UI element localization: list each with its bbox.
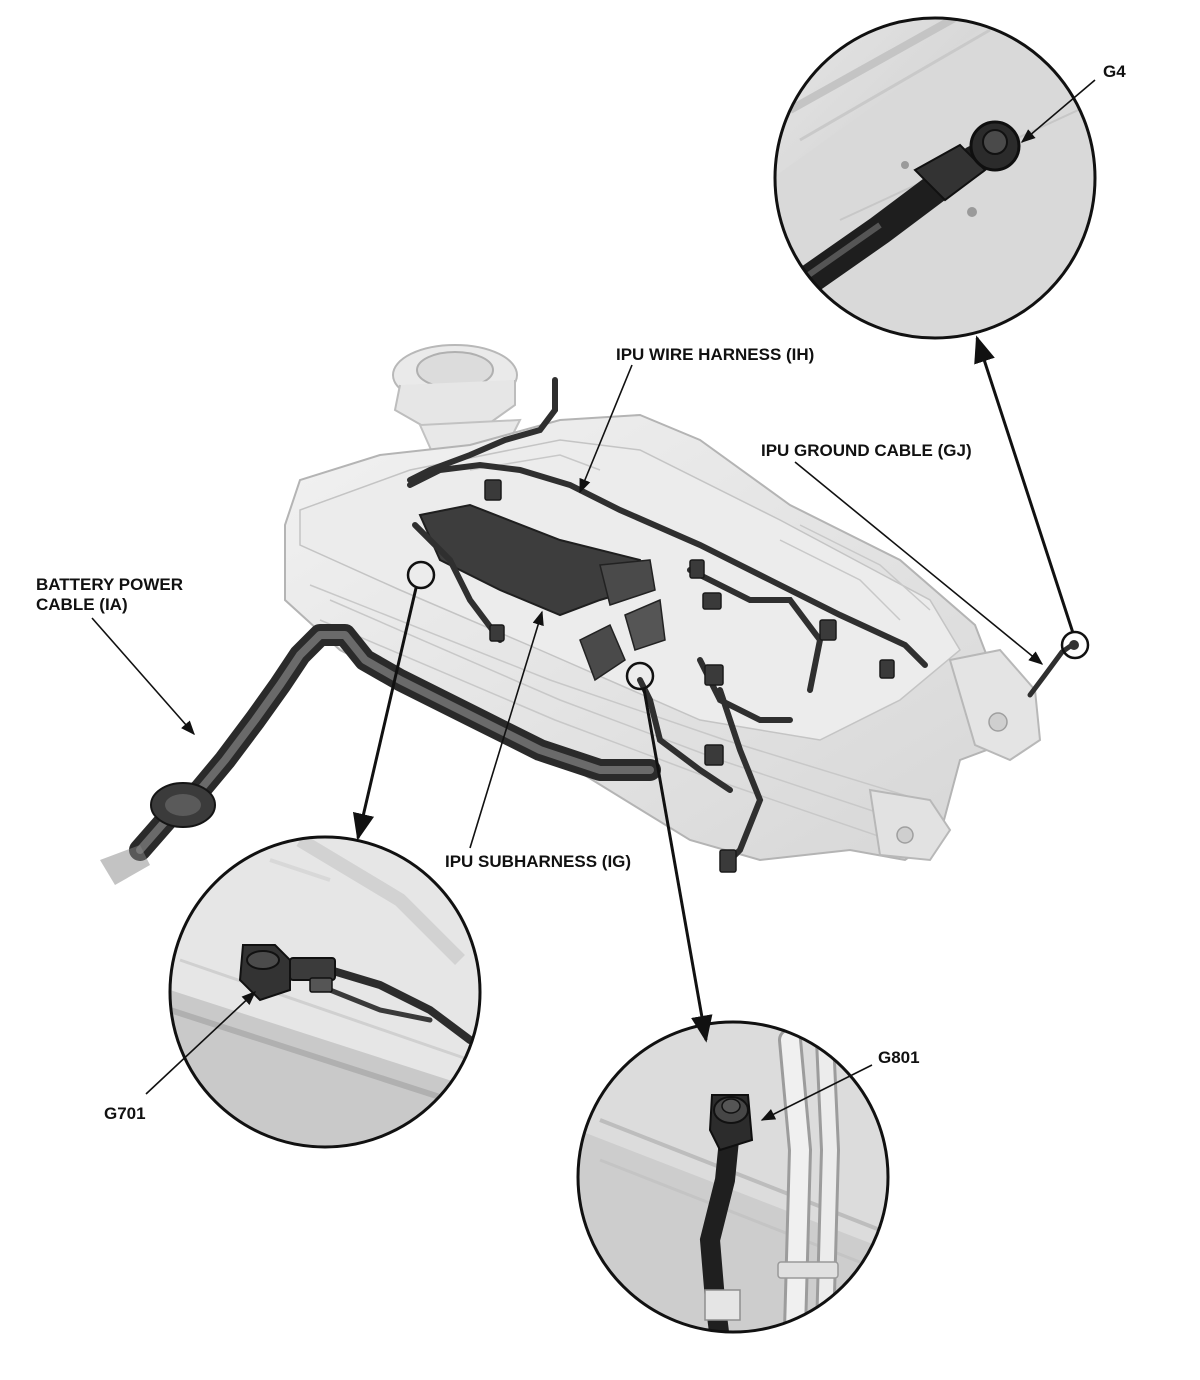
g701-label: G701 <box>104 1104 146 1123</box>
g701-locator-circle <box>406 560 436 590</box>
battery-power-cable <box>100 624 661 885</box>
ipu-subharness-label: IPU SUBHARNESS (IG) <box>445 852 632 871</box>
detail-view-g4 <box>773 16 1097 340</box>
detail-view-g701 <box>168 835 482 1149</box>
ipu-wire-harness-label: IPU WIRE HARNESS (IH) <box>616 345 815 364</box>
battery-power-cable-label-line2: CABLE (IA) <box>36 595 128 614</box>
ipu-ground-cable-label: IPU GROUND CABLE (GJ) <box>761 441 972 460</box>
g801-locator-circle <box>625 661 655 691</box>
detail-view-g801 <box>576 1020 890 1334</box>
battery-power-cable-label: BATTERY POWER CABLE (IA) <box>36 575 183 615</box>
g801-label: G801 <box>878 1048 920 1067</box>
g4-label: G4 <box>1103 62 1126 81</box>
leader-lines <box>91 79 1096 1121</box>
ipu-assembly <box>100 344 1079 885</box>
g4-locator-circle <box>1060 630 1090 660</box>
detail-arrows <box>352 335 1075 1043</box>
battery-power-cable-label-line1: BATTERY POWER <box>36 575 184 594</box>
